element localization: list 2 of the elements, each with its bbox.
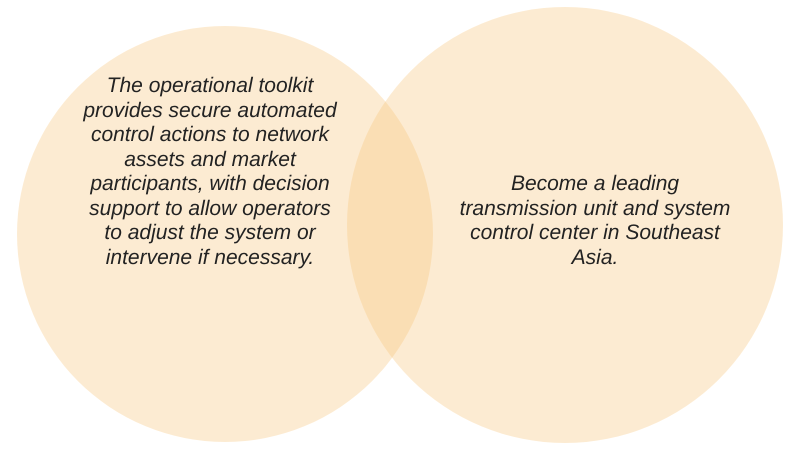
circle-text: The operational toolkit provides secure automated control actions to network assets and market participants, with decision support to allow operators to adjust the system or intervene if necessary. xyxy=(82,74,338,270)
circle-text: Become a leading transmission unit and system control center in Southeast Asia. xyxy=(458,172,732,270)
